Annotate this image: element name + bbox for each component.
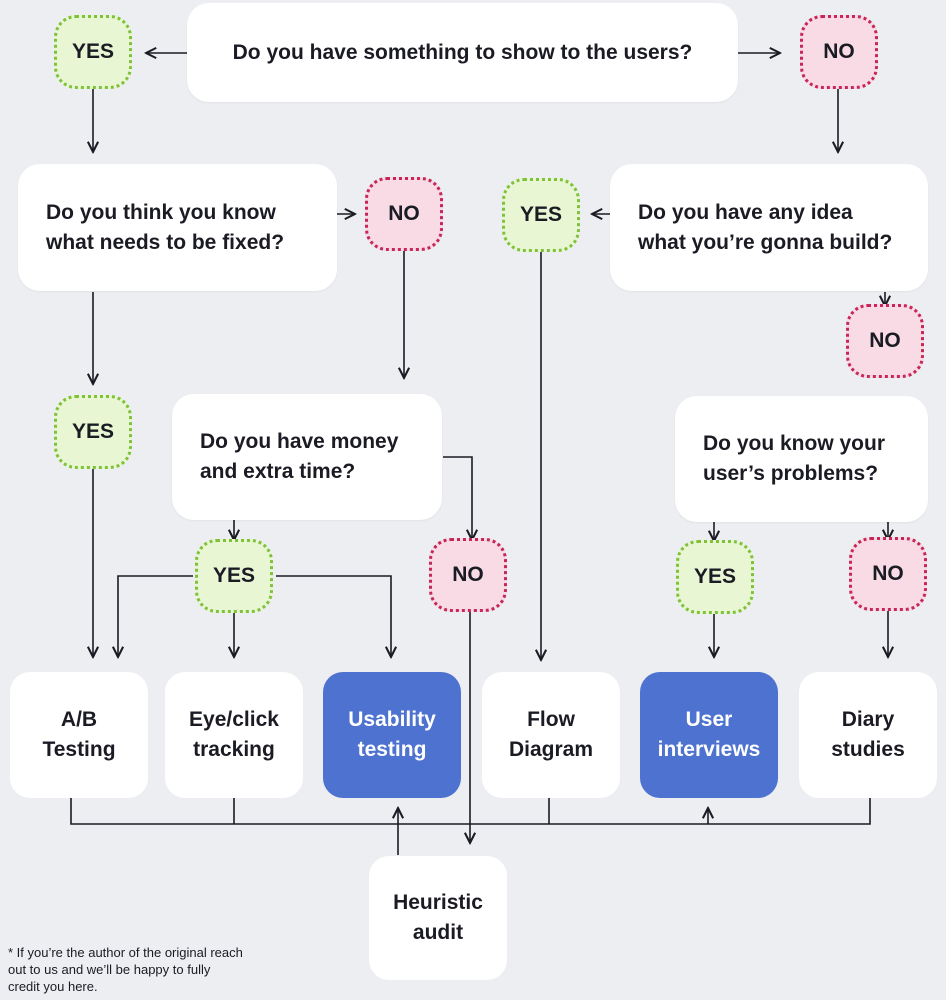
question-show-to-users: Do you have something to show to the use… — [187, 3, 738, 102]
question-know-what-to-fix: Do you think you know what needs to be f… — [18, 164, 337, 291]
question-know-user-problems: Do you know your user’s problems? — [675, 396, 928, 522]
footnote: * If you’re the author of the original r… — [8, 945, 243, 994]
method-diary-studies: Diary studies — [799, 672, 937, 798]
method-usability-testing: Usability testing — [323, 672, 461, 798]
question-idea-what-to-build: Do you have any idea what you’re gonna b… — [610, 164, 928, 291]
answer-yes-know-fix: YES — [54, 395, 132, 469]
answer-no-money-time: NO — [429, 538, 507, 612]
answer-yes-has-something: YES — [54, 15, 132, 89]
answer-yes-idea-build: YES — [502, 178, 580, 252]
answer-no-user-problems: NO — [849, 537, 927, 611]
method-eye-click-tracking: Eye/click tracking — [165, 672, 303, 798]
method-user-interviews: User interviews — [640, 672, 778, 798]
answer-yes-money-time: YES — [195, 539, 273, 613]
method-ab-testing: A/B Testing — [10, 672, 148, 798]
method-flow-diagram: Flow Diagram — [482, 672, 620, 798]
answer-no-know-fix: NO — [365, 177, 443, 251]
answer-no-idea-build: NO — [846, 304, 924, 378]
answer-yes-user-problems: YES — [676, 540, 754, 614]
method-heuristic-audit: Heuristic audit — [369, 856, 507, 980]
answer-no-has-something: NO — [800, 15, 878, 89]
question-money-extra-time: Do you have money and extra time? — [172, 394, 442, 520]
